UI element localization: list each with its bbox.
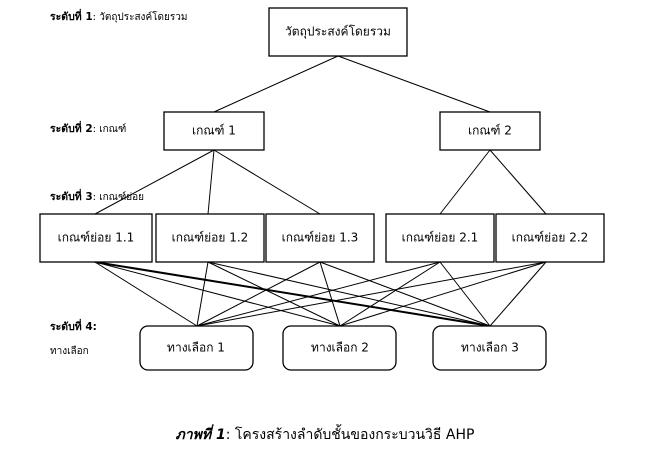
goal-box — [268, 7, 408, 57]
subcriterion-2-2-box — [495, 213, 605, 263]
alternative-3-label: ทางเลือก 3 — [461, 341, 519, 355]
level-2-number: ระดับที่ 2 — [50, 120, 93, 135]
level-3-label: ระดับที่ 3: เกณฑ์ย่อย — [50, 188, 144, 203]
ahp-hierarchy-diagram: วัตถุประสงค์โดยรวม เกณฑ์ 1 เกณฑ์ 2 เกณฑ์… — [39, 7, 605, 371]
alternative-2-label: ทางเลือก 2 — [311, 341, 369, 355]
edge-s22-a2 — [339, 261, 547, 327]
subcriterion-1-1-box — [39, 213, 153, 263]
alternative-2-box — [282, 325, 397, 371]
edge-c2-s22 — [489, 149, 547, 215]
edge-goal-c1 — [213, 55, 339, 113]
criterion-1-box — [163, 111, 265, 151]
edge-s21-a2 — [339, 261, 441, 327]
edge-s21-a1 — [196, 261, 441, 327]
subcriterion-2-1-label: เกณฑ์ย่อย 2.1 — [402, 231, 479, 245]
edge-s13-a3 — [319, 261, 491, 327]
edge-goal-c2 — [337, 55, 491, 113]
criterion-1-label: เกณฑ์ 1 — [192, 124, 236, 138]
subcriterion-1-2-box — [155, 213, 265, 263]
edge-s22-a3 — [489, 261, 547, 327]
edge-c2-s21 — [439, 149, 491, 215]
connector-lines — [94, 55, 547, 327]
subcriterion-1-3-box — [265, 213, 375, 263]
level-3-number: ระดับที่ 3 — [50, 188, 93, 203]
level-1-number: ระดับที่ 1 — [50, 8, 93, 23]
edge-s12-a3 — [207, 261, 491, 327]
level-2-label: ระดับที่ 2: เกณฑ์ — [50, 120, 126, 135]
edge-s12-a2 — [207, 261, 341, 327]
level-1-text: : วัตถุประสงค์โดยรวม — [93, 10, 188, 23]
level-1-label: ระดับที่ 1: วัตถุประสงค์โดยรวม — [50, 8, 187, 23]
edge-s13-a2 — [319, 261, 341, 327]
subcriterion-2-2-label: เกณฑ์ย่อย 2.2 — [512, 231, 589, 245]
edge-c1-s13 — [213, 149, 321, 215]
level-4-colon: : — [93, 321, 97, 333]
level-4-label: ระดับที่ 4: — [50, 318, 97, 333]
criterion-2-label: เกณฑ์ 2 — [468, 124, 512, 138]
caption-label: ภาพที่ 1 — [175, 427, 226, 443]
edge-c1-s11 — [94, 149, 215, 215]
edge-s21-a3 — [439, 261, 491, 327]
level-3-text: : เกณฑ์ย่อย — [93, 191, 144, 203]
alternative-3-box — [432, 325, 547, 371]
alternative-1-label: ทางเลือก 1 — [167, 341, 225, 355]
goal-label: วัตถุประสงค์โดยรวม — [285, 25, 391, 40]
alternative-1-box — [139, 325, 254, 371]
edge-s22-a1 — [196, 261, 547, 327]
subcriterion-1-2-label: เกณฑ์ย่อย 1.2 — [172, 231, 249, 245]
level-4-subtext: ทางเลือก — [50, 345, 89, 357]
edge-s13-a1 — [196, 261, 321, 327]
edge-s11-a3 — [94, 261, 491, 327]
subcriterion-1-1-label: เกณฑ์ย่อย 1.1 — [58, 231, 135, 245]
subcriterion-2-1-box — [385, 213, 495, 263]
subcriterion-1-3-label: เกณฑ์ย่อย 1.3 — [282, 231, 359, 245]
figure-caption: ภาพที่ 1: โครงสร้างลำดับชั้นของกระบวนวิธ… — [0, 424, 650, 446]
edge-s11-a1 — [94, 261, 198, 327]
criterion-2-box — [439, 111, 541, 151]
caption-text: : โครงสร้างลำดับชั้นของกระบวนวิธี AHP — [225, 427, 475, 443]
edge-s11-a2 — [94, 261, 341, 327]
edge-s12-a1 — [196, 261, 209, 327]
level-4-number: ระดับที่ 4 — [50, 318, 93, 333]
level-2-text: : เกณฑ์ — [93, 123, 127, 135]
edge-c1-s12 — [207, 149, 215, 215]
